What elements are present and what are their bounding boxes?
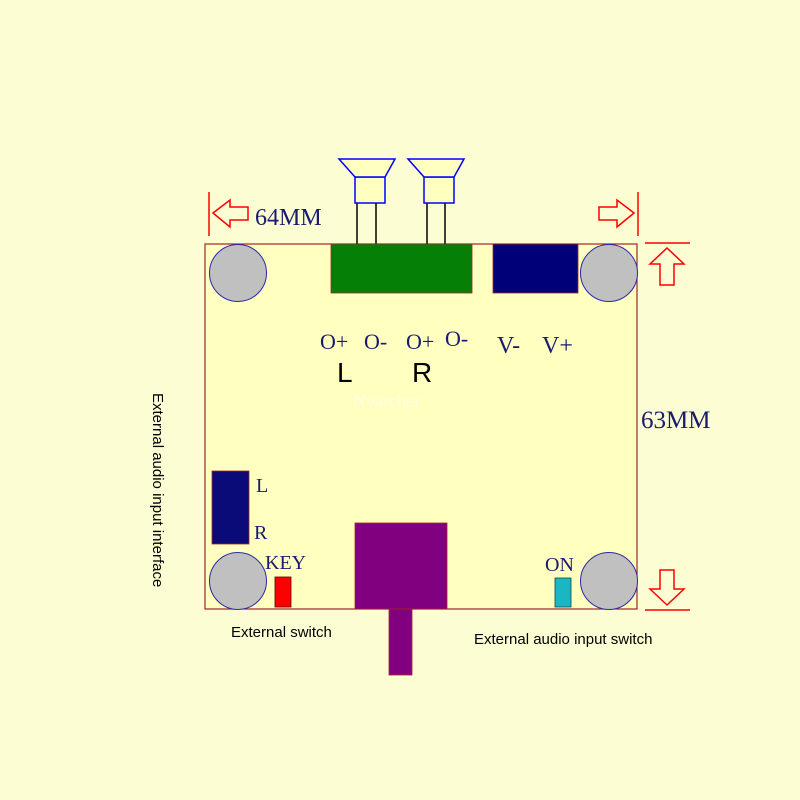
left-neg-label: O- xyxy=(364,329,387,354)
speaker-left-icon xyxy=(337,158,397,204)
power-pos-label: V+ xyxy=(542,333,573,359)
external-audio-input-switch-caption: External audio input switch xyxy=(474,631,652,648)
mounting-hole-top-right xyxy=(580,244,638,302)
potentiometer-body xyxy=(354,522,448,610)
potentiometer-shaft xyxy=(388,608,413,676)
speaker-terminal-block xyxy=(330,243,473,294)
speaker-wires xyxy=(356,203,446,244)
width-left-arrow-icon xyxy=(208,192,249,236)
on-switch-label: ON xyxy=(545,554,574,576)
right-channel-label: R xyxy=(412,357,432,388)
mounting-hole-bottom-right xyxy=(580,552,638,610)
height-top-arrow-icon xyxy=(645,242,690,286)
left-channel-label: L xyxy=(337,357,353,388)
mounting-hole-bottom-left xyxy=(209,552,267,610)
speaker-right-icon xyxy=(406,158,466,204)
watermark: Nvarcher xyxy=(353,391,420,411)
right-neg-label: O- xyxy=(445,326,468,351)
height-bottom-arrow-icon xyxy=(645,569,690,611)
power-terminal-block xyxy=(492,243,579,294)
external-audio-input-interface-caption: External audio input interface xyxy=(149,393,166,587)
left-pos-label: O+ xyxy=(320,329,348,354)
audio-input-r-label: R xyxy=(254,522,268,544)
audio-input-l-label: L xyxy=(256,475,268,497)
external-switch-caption: External switch xyxy=(231,624,332,641)
height-dimension-label: 63MM xyxy=(641,407,710,434)
key-switch xyxy=(274,576,292,608)
mounting-hole-top-left xyxy=(209,244,267,302)
on-switch xyxy=(554,577,572,608)
width-dimension-label: 64MM xyxy=(255,205,322,231)
audio-input-connector xyxy=(211,470,250,545)
right-pos-label: O+ xyxy=(406,329,434,354)
power-neg-label: V- xyxy=(497,333,520,359)
width-right-arrow-icon xyxy=(598,192,639,236)
key-switch-label: KEY xyxy=(265,552,306,574)
